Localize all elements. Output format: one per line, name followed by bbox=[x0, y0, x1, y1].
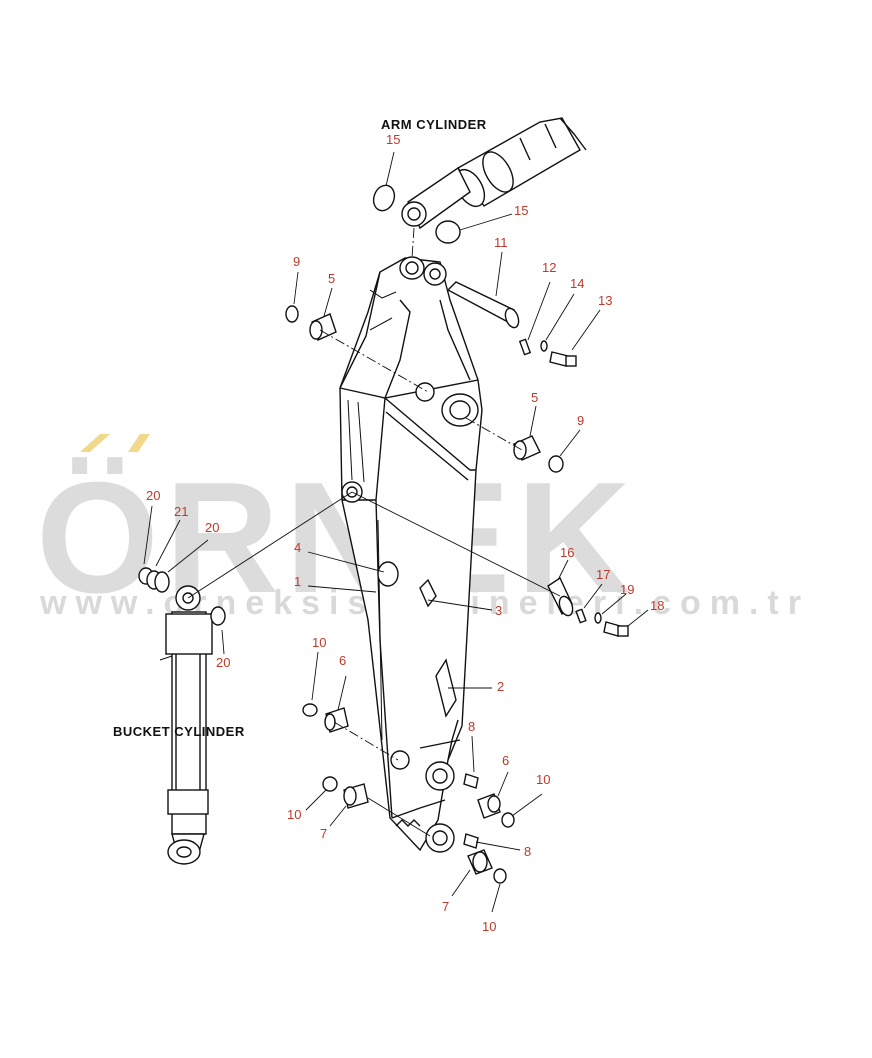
shim-20b bbox=[154, 571, 170, 593]
small-parts bbox=[138, 184, 629, 884]
arm-cylinder-caption: ARM CYLINDER bbox=[381, 117, 487, 132]
callout-15a: 15 bbox=[386, 132, 400, 147]
callout-8a: 8 bbox=[468, 719, 475, 734]
fitting-8a bbox=[463, 773, 479, 789]
shim-20c bbox=[210, 606, 226, 626]
callout-7a: 7 bbox=[320, 826, 327, 841]
seal-9a bbox=[285, 305, 299, 323]
callout-3: 3 bbox=[495, 603, 502, 618]
callout-17: 17 bbox=[596, 567, 610, 582]
callout-10d: 10 bbox=[482, 919, 496, 934]
arm-body bbox=[339, 256, 483, 853]
seal-10a bbox=[302, 703, 318, 717]
callout-5b: 5 bbox=[531, 390, 538, 405]
callout-7b: 7 bbox=[442, 899, 449, 914]
arm-cylinder bbox=[401, 117, 587, 230]
shim-15b bbox=[435, 220, 461, 244]
seal-10b bbox=[322, 776, 338, 792]
shim-15a bbox=[372, 184, 396, 212]
pin-17 bbox=[575, 608, 587, 624]
callout-21: 21 bbox=[174, 504, 188, 519]
callout-4: 4 bbox=[294, 540, 301, 555]
callout-20a: 20 bbox=[146, 488, 160, 503]
watermark-brand: ÖRNEK bbox=[36, 450, 637, 626]
callout-8b: 8 bbox=[524, 844, 531, 859]
callout-10c: 10 bbox=[287, 807, 301, 822]
callout-numbers: 1 2 3 4 5 5 6 6 7 7 8 8 9 9 10 10 10 10 … bbox=[146, 132, 664, 934]
leader-lines bbox=[143, 151, 649, 913]
callout-6a: 6 bbox=[339, 653, 346, 668]
center-lines bbox=[187, 227, 561, 837]
callout-5a: 5 bbox=[328, 271, 335, 286]
callout-16: 16 bbox=[560, 545, 574, 560]
callout-6b: 6 bbox=[502, 753, 509, 768]
bucket-cylinder-caption: BUCKET CYLINDER bbox=[113, 724, 245, 739]
callout-18: 18 bbox=[650, 598, 664, 613]
callout-9b: 9 bbox=[577, 413, 584, 428]
callout-15b: 15 bbox=[514, 203, 528, 218]
callout-20c: 20 bbox=[216, 655, 230, 670]
callout-2: 2 bbox=[497, 679, 504, 694]
callout-19: 19 bbox=[620, 582, 634, 597]
callout-12: 12 bbox=[542, 260, 556, 275]
washer-19 bbox=[594, 612, 602, 624]
bolt-13 bbox=[549, 351, 569, 367]
callout-1: 1 bbox=[294, 574, 301, 589]
bucket-cylinder bbox=[159, 585, 213, 865]
callout-14: 14 bbox=[570, 276, 584, 291]
seal-10c bbox=[501, 812, 515, 828]
callout-9a: 9 bbox=[293, 254, 300, 269]
callout-11: 11 bbox=[494, 235, 508, 250]
callout-10b: 10 bbox=[536, 772, 550, 787]
callout-10a: 10 bbox=[312, 635, 326, 650]
watermark-accent-left bbox=[80, 434, 110, 452]
callout-20b: 20 bbox=[205, 520, 219, 535]
pin-11 bbox=[446, 281, 515, 323]
fitting-8b bbox=[463, 833, 479, 849]
pin-12 bbox=[518, 338, 532, 356]
washer-14 bbox=[540, 340, 548, 352]
seal-10d bbox=[493, 868, 507, 884]
watermark-accent-right bbox=[128, 434, 150, 452]
seal-9b bbox=[548, 455, 564, 473]
callout-13: 13 bbox=[598, 293, 612, 308]
